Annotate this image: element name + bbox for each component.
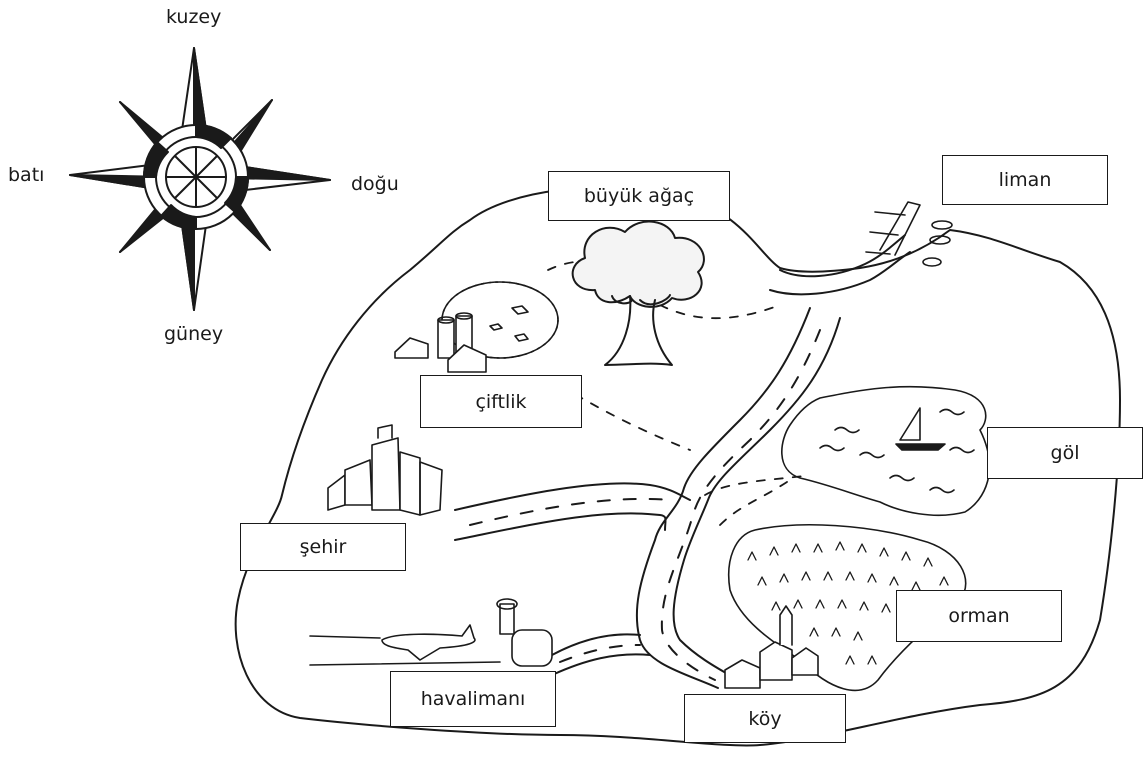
sailboat-icon <box>895 407 946 451</box>
pine-tree-icon <box>747 541 949 665</box>
place-label-farm: çiftlik <box>420 375 582 428</box>
compass-east-label: doğu <box>347 173 403 195</box>
place-label-lake: göl <box>987 427 1143 479</box>
compass-north-label: kuzey <box>162 6 226 28</box>
place-label-village: köy <box>684 694 846 743</box>
road-dashes <box>469 329 821 681</box>
house-icon <box>394 337 487 373</box>
place-label-airport: havalimanı <box>390 671 556 727</box>
lake-illustration <box>781 385 991 517</box>
compass-south-label: güney <box>160 323 228 345</box>
farm-illustration <box>394 281 559 373</box>
compass-west-label: batı <box>4 164 49 186</box>
place-label-big-tree: büyük ağaç <box>548 171 730 221</box>
place-label-harbor: liman <box>942 155 1108 205</box>
place-label-city: şehir <box>240 523 406 571</box>
pier-icon <box>865 201 953 267</box>
compass-rose-icon <box>69 47 331 311</box>
skyscraper-icon <box>327 424 443 516</box>
forest-illustration <box>728 524 967 692</box>
village-illustration <box>724 605 819 689</box>
island-outline <box>234 186 1121 747</box>
airplane-icon <box>309 598 553 667</box>
roads <box>454 234 911 689</box>
place-label-forest: orman <box>896 590 1062 642</box>
tree-icon <box>571 220 705 366</box>
